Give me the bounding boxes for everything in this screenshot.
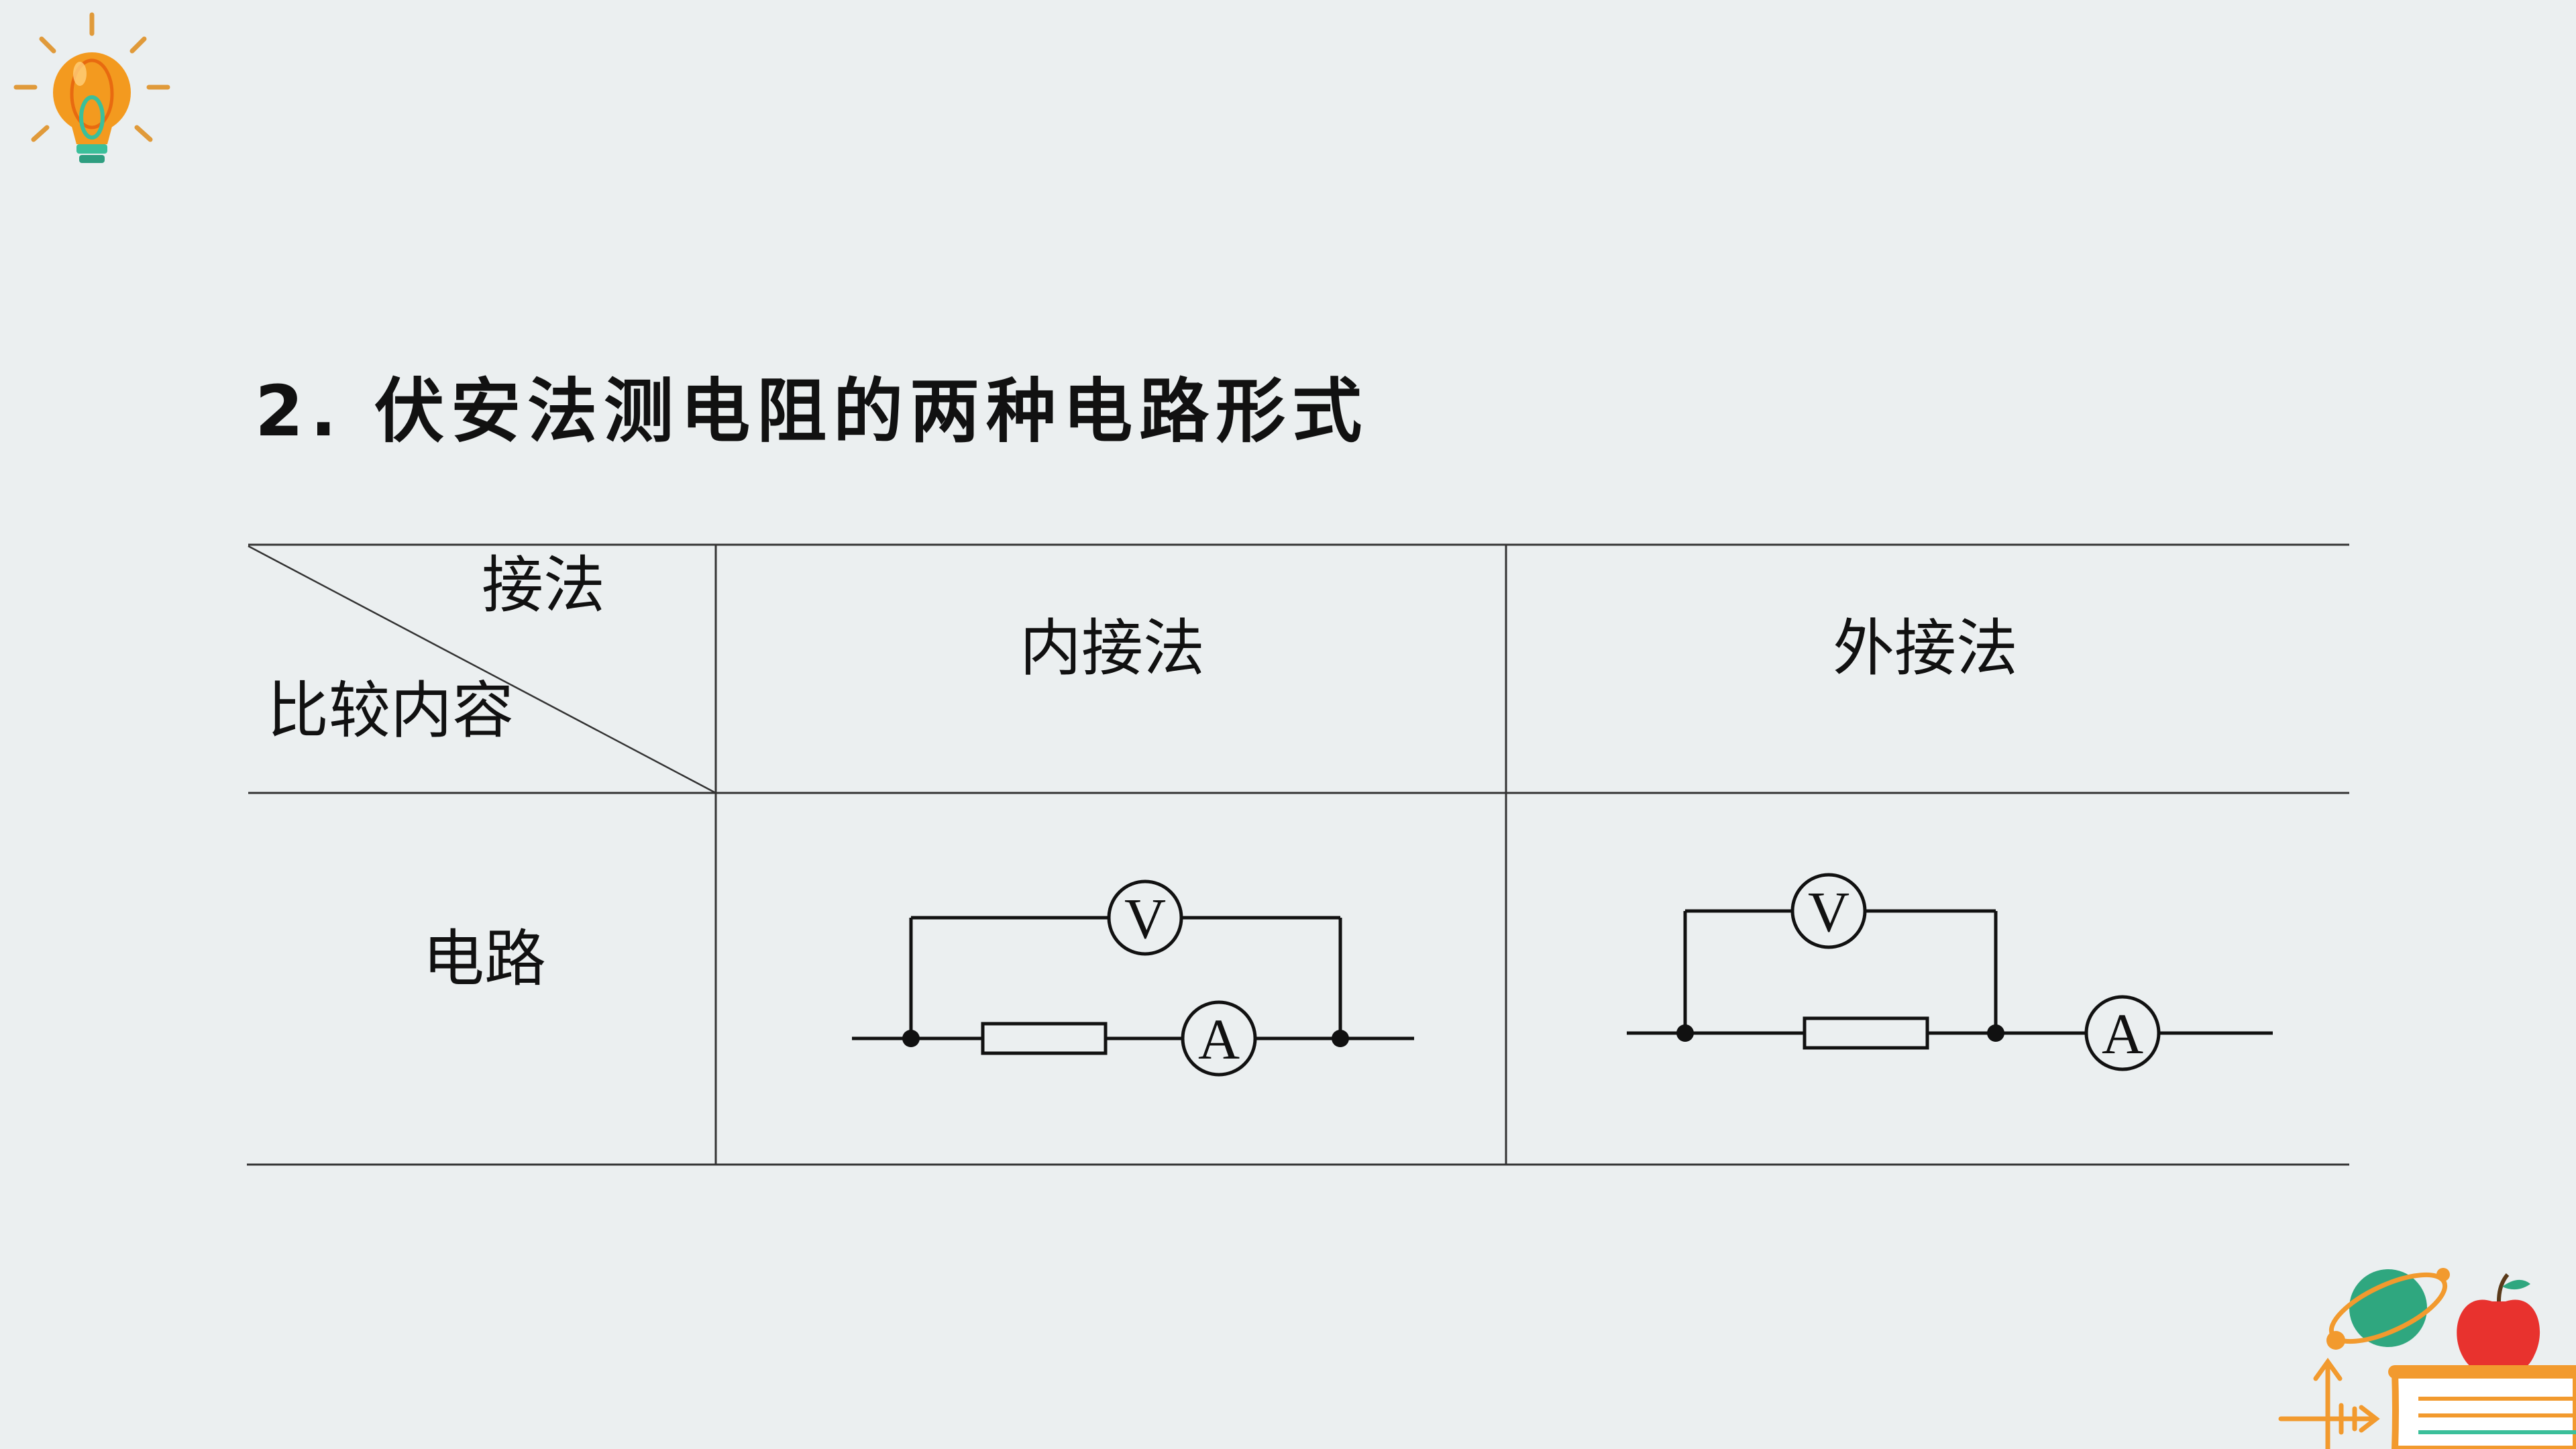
page-title: 2. 伏安法测电阻的两种电路形式 [255, 370, 1369, 452]
external-circuit [1627, 873, 2273, 1071]
internal-resistor [981, 1022, 1108, 1055]
internal-circuit [852, 879, 1414, 1077]
column-header-internal: 内接法 [1020, 612, 1205, 684]
column-header-external: 外接法 [1833, 612, 2019, 684]
external-resistor [1803, 1016, 1929, 1050]
internal-ammeter-label: A [1198, 1007, 1240, 1071]
external-ammeter-label: A [2102, 1002, 2143, 1066]
internal-node-right [1332, 1030, 1349, 1047]
external-node-right [1987, 1024, 2004, 1042]
lightbulb-icon [13, 12, 170, 163]
external-voltmeter-label: V [1808, 879, 1849, 944]
school-supplies-icon [2278, 1268, 2576, 1449]
internal-voltmeter-label: V [1124, 886, 1166, 951]
row-header-circuit: 电路 [423, 923, 547, 995]
corner-header-method: 接法 [482, 549, 606, 621]
corner-header-compare: 比较内容 [267, 675, 515, 747]
internal-node-left [902, 1030, 920, 1047]
external-node-left [1676, 1024, 1694, 1042]
